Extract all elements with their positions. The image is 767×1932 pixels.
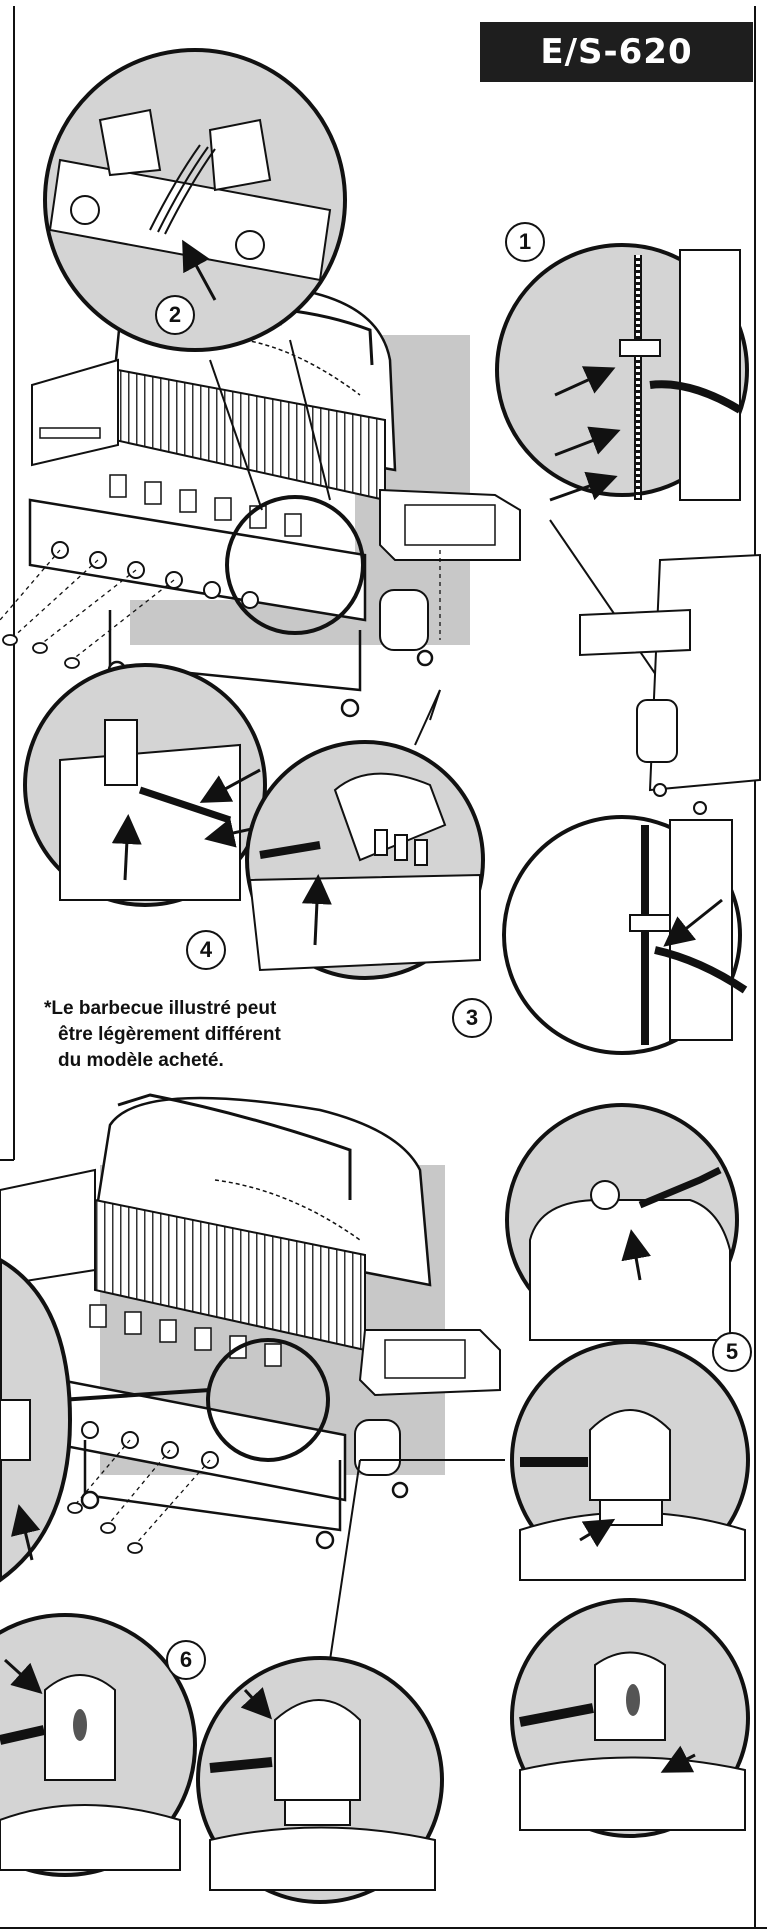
detail-6-right xyxy=(196,1656,444,1904)
step-3-badge: 3 xyxy=(452,998,492,1038)
detail-4-circles xyxy=(23,663,485,980)
detail-5-tank-top xyxy=(505,1103,739,1341)
grill-bottom xyxy=(0,1093,501,1554)
step-2-badge: 2 xyxy=(155,295,195,335)
detail-3-circle xyxy=(502,815,748,1055)
grill-side-view xyxy=(579,553,761,815)
illustration-disclaimer: *Le barbecue illustré peut être légèreme… xyxy=(44,996,344,1074)
detail-left-partial xyxy=(0,1257,73,1583)
step-1-badge: 1 xyxy=(505,222,545,262)
connector-lines xyxy=(329,1459,505,1661)
caption-line-3: du modèle acheté. xyxy=(58,1050,224,1071)
detail-1-circle xyxy=(495,243,749,502)
step-6-badge: 6 xyxy=(166,1640,206,1680)
frame-lines xyxy=(0,6,767,1929)
grill-top xyxy=(0,279,521,718)
detail-5-regulator xyxy=(510,1340,750,1581)
step-4-badge: 4 xyxy=(186,930,226,970)
step-5-badge: 5 xyxy=(712,1332,752,1372)
model-banner: E/S-620 xyxy=(480,22,753,82)
caption-line-1: *Le barbecue illustré peut xyxy=(44,998,277,1019)
detail-callout-ring xyxy=(225,495,365,635)
detail-6-left xyxy=(0,1613,197,1877)
detail-2-circle xyxy=(43,48,347,352)
caption-line-2: être légèrement différent xyxy=(58,1024,281,1045)
detail-5-regulator-2 xyxy=(510,1598,750,1838)
